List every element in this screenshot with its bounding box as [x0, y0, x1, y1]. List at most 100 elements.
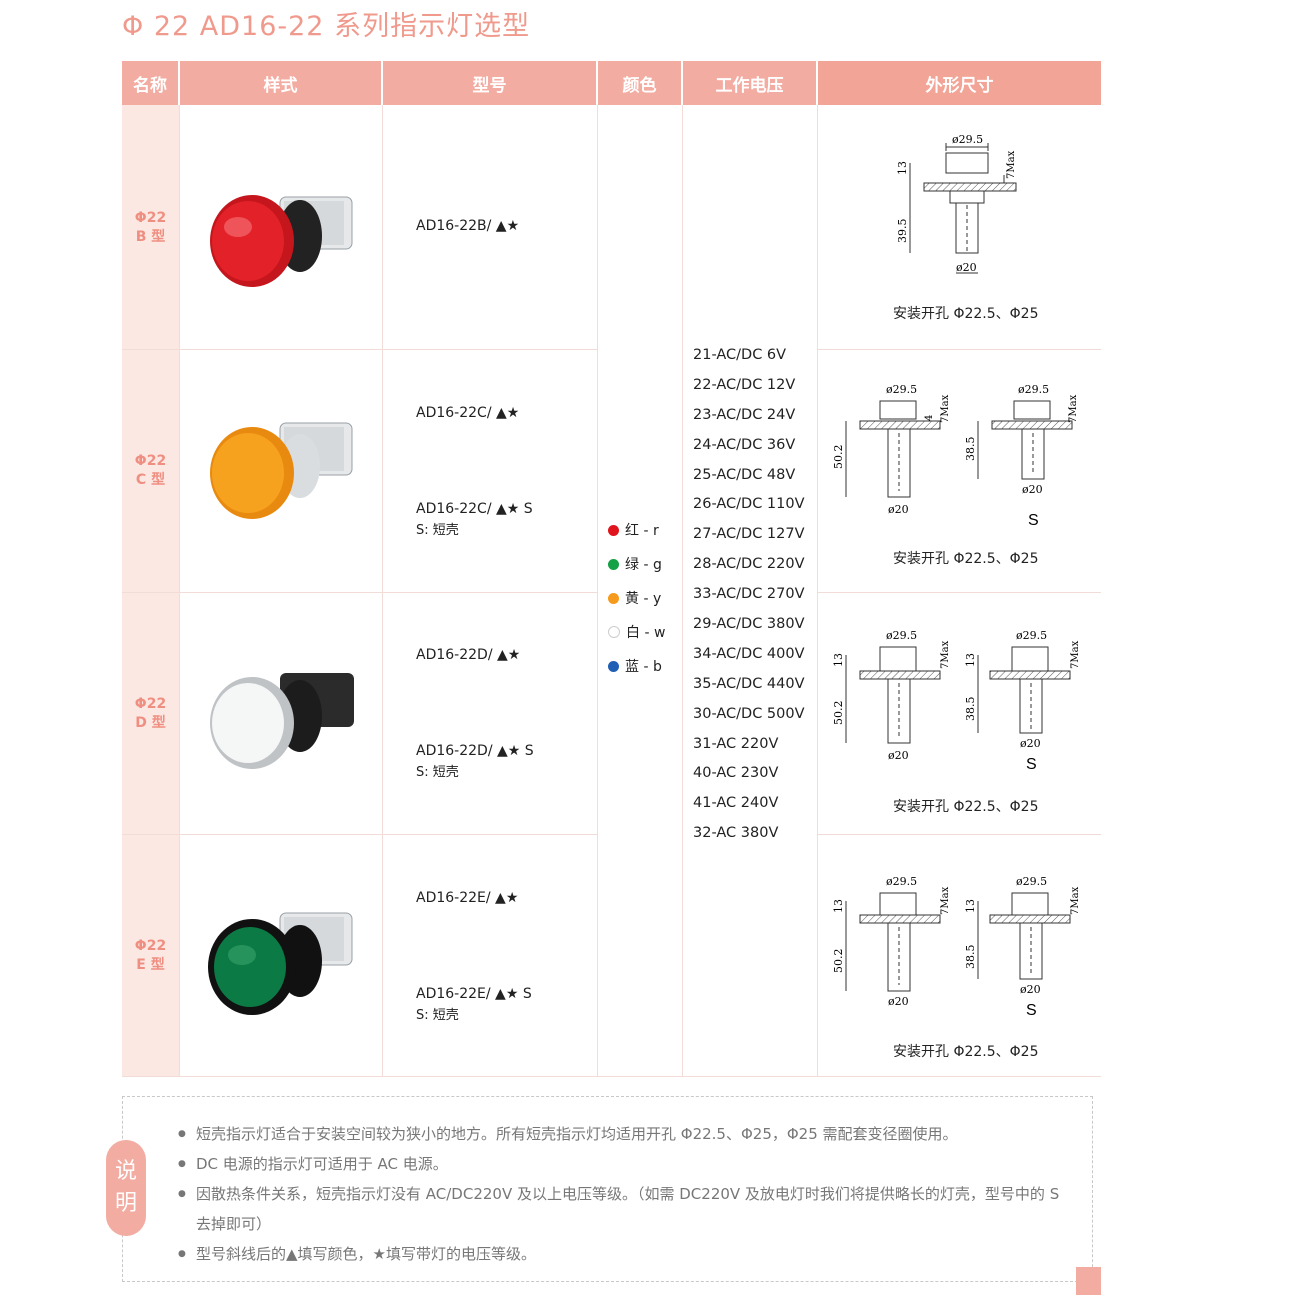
- voltage-list: 21-AC/DC 6V 22-AC/DC 12V 23-AC/DC 24V 24…: [693, 341, 805, 849]
- voltage-item: 25-AC/DC 48V: [693, 466, 796, 483]
- green-indicator-lamp-image: [208, 912, 353, 1015]
- red-indicator-lamp-image: [210, 195, 353, 287]
- svg-text:50.2: 50.2: [832, 445, 845, 470]
- svg-text:ø29.5: ø29.5: [1016, 875, 1047, 888]
- svg-text:7Max: 7Max: [1070, 886, 1081, 915]
- svg-text:4: 4: [924, 415, 935, 421]
- svg-text:13: 13: [964, 653, 977, 667]
- svg-text:13: 13: [896, 161, 909, 175]
- voltage-item: 23-AC/DC 24V: [693, 406, 796, 423]
- svg-text:ø20: ø20: [888, 749, 909, 762]
- svg-text:13: 13: [832, 653, 845, 667]
- voltage-item: 24-AC/DC 36V: [693, 436, 796, 453]
- svg-text:ø20: ø20: [888, 995, 909, 1008]
- voltage-item: 26-AC/DC 110V: [693, 496, 805, 513]
- page-title: Φ 22 AD16-22 系列指示灯选型: [122, 11, 531, 42]
- voltage-item: 40-AC 230V: [693, 765, 779, 782]
- dimension-drawing-d: ø29.5 ø29.5 13 50.2 13 38.5 7Max 7Max ø2…: [832, 629, 1081, 773]
- svg-text:13: 13: [832, 899, 845, 913]
- voltage-item: 35-AC/DC 440V: [693, 675, 805, 692]
- install-hole-b: 安装开孔 Φ22.5、Φ25: [893, 306, 1039, 322]
- voltage-item: 21-AC/DC 6V: [693, 347, 787, 363]
- svg-text:ø20: ø20: [888, 503, 909, 516]
- white-indicator-lamp-image: [210, 673, 354, 769]
- svg-text:38.5: 38.5: [964, 945, 977, 970]
- svg-text:7Max: 7Max: [940, 640, 951, 669]
- install-hole-d: 安装开孔 Φ22.5、Φ25: [893, 799, 1039, 815]
- svg-text:ø20: ø20: [1022, 483, 1043, 496]
- svg-text:ø29.5: ø29.5: [952, 133, 983, 146]
- header-style: 样式: [180, 61, 381, 105]
- voltage-item: 34-AC/DC 400V: [693, 645, 805, 662]
- color-blue: 蓝 - b: [608, 649, 665, 683]
- notes-box: 短壳指示灯适合于安装空间较为狭小的地方。所有短壳指示灯均适用开孔 Φ22.5、Φ…: [122, 1096, 1093, 1282]
- svg-text:ø20: ø20: [1020, 983, 1041, 996]
- dimension-drawing-e: ø29.5 ø29.5 13 50.2 13 38.5 7Max 7Max ø2…: [832, 875, 1081, 1019]
- voltage-item: 29-AC/DC 380V: [693, 616, 805, 633]
- dimension-drawing-c: ø29.5 ø29.5 50.2 38.5 4 7Max 7Max ø20 ø2…: [832, 383, 1079, 529]
- svg-text:7Max: 7Max: [940, 394, 951, 423]
- color-white: 白 - w: [608, 615, 665, 649]
- header-voltage: 工作电压: [683, 61, 816, 105]
- svg-text:ø29.5: ø29.5: [886, 875, 917, 888]
- corner-decoration: [1076, 1267, 1101, 1295]
- notes-tag: 说明: [106, 1140, 146, 1236]
- svg-text:7Max: 7Max: [940, 886, 951, 915]
- svg-text:S: S: [1028, 512, 1039, 529]
- header-color: 颜色: [598, 61, 681, 105]
- color-list: 红 - r 绿 - g 黄 - y 白 - w 蓝 - b: [608, 513, 665, 683]
- color-red: 红 - r: [608, 513, 665, 547]
- svg-text:7Max: 7Max: [1070, 640, 1081, 669]
- color-yellow: 黄 - y: [608, 581, 665, 615]
- voltage-item: 33-AC/DC 270V: [693, 586, 805, 603]
- svg-text:38.5: 38.5: [964, 697, 977, 722]
- svg-text:39.5: 39.5: [896, 219, 909, 244]
- svg-text:7Max: 7Max: [1006, 150, 1017, 179]
- voltage-item: 30-AC/DC 500V: [693, 705, 805, 722]
- svg-text:ø20: ø20: [1020, 737, 1041, 750]
- voltage-item: 22-AC/DC 12V: [693, 376, 796, 393]
- install-hole-e: 安装开孔 Φ22.5、Φ25: [893, 1044, 1039, 1060]
- svg-text:50.2: 50.2: [832, 701, 845, 726]
- note-item: DC 电源的指示灯可适用于 AC 电源。: [178, 1149, 1068, 1179]
- install-hole-c: 安装开孔 Φ22.5、Φ25: [893, 551, 1039, 567]
- voltage-item: 32-AC 380V: [693, 825, 779, 842]
- model-c: AD16-22C/ ▲★: [416, 405, 520, 421]
- color-green: 绿 - g: [608, 547, 665, 581]
- svg-text:ø29.5: ø29.5: [886, 629, 917, 642]
- svg-text:50.2: 50.2: [832, 949, 845, 974]
- model-e: AD16-22E/ ▲★: [416, 890, 519, 906]
- header-model: 型号: [383, 61, 596, 105]
- note-item: 短壳指示灯适合于安装空间较为狭小的地方。所有短壳指示灯均适用开孔 Φ22.5、Φ…: [178, 1119, 1068, 1149]
- yellow-indicator-lamp-image: [210, 422, 353, 519]
- header-dimensions: 外形尺寸: [818, 61, 1101, 105]
- note-item: 因散热条件关系，短壳指示灯没有 AC/DC220V 及以上电压等级。（如需 DC…: [178, 1179, 1068, 1239]
- model-d: AD16-22D/ ▲★: [416, 647, 521, 663]
- svg-text:ø20: ø20: [956, 261, 977, 274]
- svg-text:S: S: [1026, 1002, 1037, 1019]
- voltage-item: 28-AC/DC 220V: [693, 556, 805, 573]
- note-item: 型号斜线后的▲填写颜色，★填写带灯的电压等级。: [178, 1239, 1068, 1269]
- svg-text:13: 13: [964, 899, 977, 913]
- svg-text:ø29.5: ø29.5: [886, 383, 917, 396]
- svg-text:38.5: 38.5: [964, 437, 977, 462]
- voltage-item: 31-AC 220V: [693, 735, 779, 752]
- model-b: AD16-22B/ ▲★: [416, 218, 520, 234]
- svg-text:7Max: 7Max: [1068, 394, 1079, 423]
- voltage-item: 27-AC/DC 127V: [693, 526, 805, 543]
- svg-text:ø29.5: ø29.5: [1018, 383, 1049, 396]
- voltage-item: 41-AC 240V: [693, 795, 779, 812]
- name-column: [122, 105, 179, 1077]
- svg-text:S: S: [1026, 756, 1037, 773]
- header-name: 名称: [122, 61, 178, 105]
- svg-text:ø29.5: ø29.5: [1016, 629, 1047, 642]
- dimension-drawing-b: ø29.5 13 39.5 7Max ø20: [896, 133, 1017, 274]
